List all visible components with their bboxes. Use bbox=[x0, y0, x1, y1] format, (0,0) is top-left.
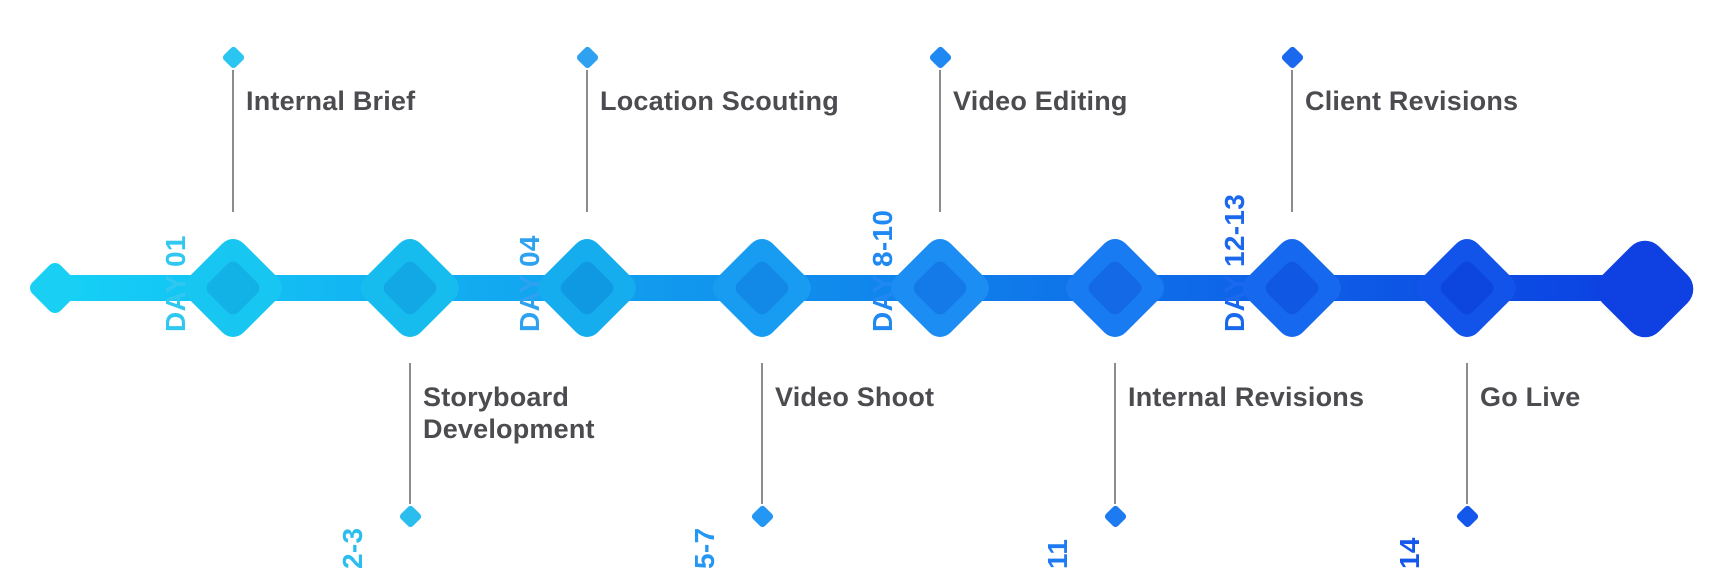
milestone-marker-icon bbox=[1102, 503, 1128, 529]
milestone-leader-line bbox=[408, 363, 412, 504]
milestone-title-line: Storyboard bbox=[423, 382, 570, 412]
milestone-leader-line bbox=[231, 70, 235, 212]
milestone-marker-icon bbox=[927, 44, 953, 70]
milestone-day-label: DAY 04 bbox=[514, 235, 545, 332]
milestone-day-label: DAY 12-13 bbox=[1219, 193, 1250, 332]
milestone-day-label: DAY 14 bbox=[1393, 494, 1427, 576]
milestone-day-label: DAY 11 bbox=[1041, 494, 1075, 576]
milestone-title: Internal Brief bbox=[246, 85, 415, 117]
milestone-title-line: Video Editing bbox=[953, 86, 1128, 116]
milestone-leader-line bbox=[1113, 363, 1117, 504]
milestone-day-label: DAY 01 bbox=[160, 235, 191, 332]
milestone-leader-line bbox=[1290, 70, 1294, 212]
milestone-title: Go Live bbox=[1480, 381, 1580, 413]
milestone-leader-line bbox=[1465, 363, 1469, 504]
milestone-title: Client Revisions bbox=[1305, 85, 1518, 117]
milestone-leader-line bbox=[760, 363, 764, 504]
milestone-title: Video Shoot bbox=[775, 381, 934, 413]
milestone-day-label: DAY 2-3 bbox=[336, 494, 370, 576]
milestone-marker-icon bbox=[1454, 503, 1480, 529]
milestone-marker-icon bbox=[1279, 44, 1305, 70]
timeline-bar bbox=[48, 275, 1648, 301]
milestone-day-label: DAY 5-7 bbox=[688, 494, 722, 576]
milestone-leader-line bbox=[585, 70, 589, 212]
milestone-marker-icon bbox=[749, 503, 775, 529]
milestone-title-line: Location Scouting bbox=[600, 86, 839, 116]
milestone-day-label: DAY 8-10 bbox=[867, 209, 898, 332]
milestone-title-line: Internal Revisions bbox=[1128, 382, 1365, 412]
milestone-title-line: Client Revisions bbox=[1305, 86, 1519, 116]
milestone-title: Location Scouting bbox=[600, 85, 839, 117]
milestone-leader-line bbox=[938, 70, 942, 212]
milestone-marker-icon bbox=[220, 44, 246, 70]
milestone-title: Video Editing bbox=[953, 85, 1128, 117]
milestone-title: Internal Revisions bbox=[1128, 381, 1364, 413]
milestone-title-line: Development bbox=[423, 414, 595, 444]
milestone-marker-icon bbox=[574, 44, 600, 70]
milestone-title-line: Video Shoot bbox=[775, 382, 935, 412]
milestone-marker-icon bbox=[397, 503, 423, 529]
timeline-end-node bbox=[1588, 232, 1702, 346]
timeline-start-node bbox=[26, 259, 84, 317]
milestone-title-line: Go Live bbox=[1480, 382, 1581, 412]
milestone-title-line: Internal Brief bbox=[246, 86, 416, 116]
